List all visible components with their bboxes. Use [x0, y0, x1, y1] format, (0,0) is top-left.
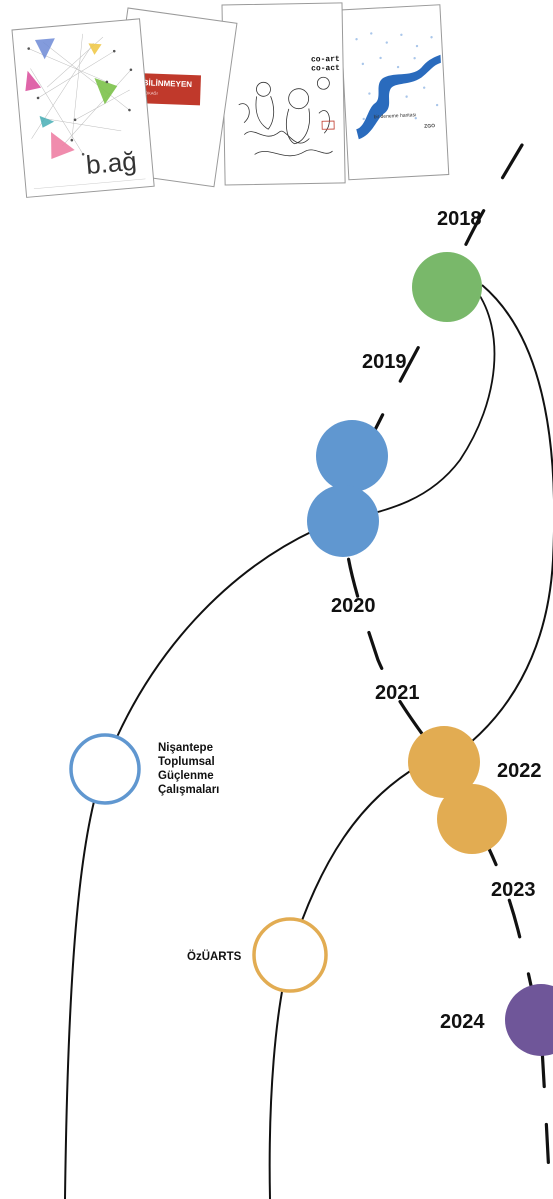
milestone-2024[interactable] [505, 984, 553, 1056]
milestone-ozuarts[interactable] [252, 917, 328, 993]
sketch-illustration [238, 76, 333, 157]
publication-covers: bir deneme haritası ZGO co-art co-act [11, 2, 450, 198]
milestone-2019-a[interactable] [316, 420, 388, 492]
year-2020: 2020 [331, 595, 376, 617]
co-art-title-line2: co-act [311, 64, 340, 74]
year-2019: 2019 [362, 351, 407, 373]
red-banner [137, 73, 201, 106]
year-2021: 2021 [375, 682, 420, 704]
river-shape [356, 54, 441, 140]
cover-river-map[interactable]: bir deneme haritası ZGO [339, 4, 450, 181]
bilinmeyen-title: BİLİNMEYEN [143, 78, 193, 89]
branch-2018-to-2019 [344, 289, 496, 521]
label-nisantepe-line3: Güçlenme [158, 770, 214, 782]
cover-co-art[interactable]: co-art co-act [221, 2, 346, 186]
triangle-pink [51, 131, 75, 160]
cover-bag[interactable]: b.ağ [11, 18, 155, 198]
milestones [69, 252, 553, 1056]
label-nisantepe-line4: Çalışmaları [158, 784, 219, 796]
connector-curves [64, 143, 553, 1199]
triangle-magenta [25, 70, 42, 92]
milestone-2021-a[interactable] [408, 726, 480, 798]
triangle-teal [39, 115, 55, 128]
label-nisantepe-line2: Toplumsal [158, 756, 215, 768]
milestone-2021-b[interactable] [437, 784, 507, 854]
arc-nisantepe [64, 529, 316, 1199]
triangle-green [94, 77, 118, 105]
co-art-logo [321, 120, 335, 130]
year-2023: 2023 [491, 879, 536, 901]
label-nisantepe-line1: Nişantepe [158, 742, 213, 754]
label-ozuarts: ÖzÜARTS [187, 950, 242, 963]
milestone-nisantepe[interactable] [69, 733, 141, 805]
bilinmeyen-subtitle: SOKAĞI [142, 90, 158, 96]
river-map-title: bir deneme haritası [374, 112, 417, 120]
triangle-yellow [88, 43, 102, 55]
milestone-2018[interactable] [412, 252, 482, 322]
bag-title: b.ağ [85, 146, 138, 180]
year-2024: 2024 [440, 1011, 485, 1033]
branch-2018-to-2021 [442, 284, 553, 764]
year-labels: 2018 2019 2020 2021 2022 2023 2024 [331, 208, 542, 1033]
river-map-logo: ZGO [424, 123, 435, 130]
network-nodes [27, 47, 133, 156]
triangle-blue [34, 38, 55, 60]
year-2018: 2018 [437, 208, 482, 230]
project-labels: Nişantepe Toplumsal Güçlenme Çalışmaları… [158, 742, 242, 963]
year-2022: 2022 [497, 760, 542, 782]
milestone-2019-b[interactable] [307, 485, 379, 557]
co-art-title-line1: co-art [311, 55, 340, 65]
